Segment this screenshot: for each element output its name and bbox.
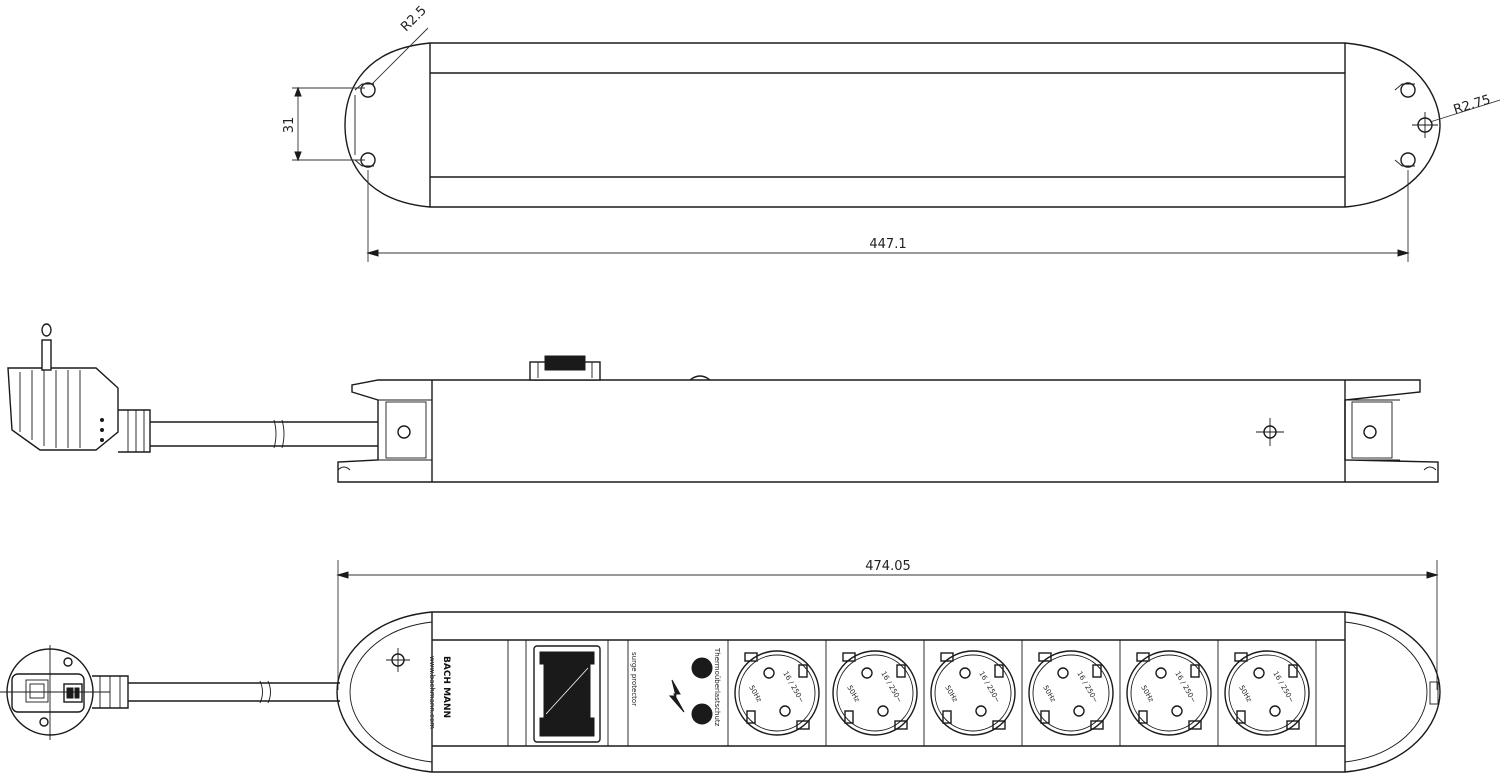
front-cable [128, 680, 340, 704]
brand-label: BACH MANN [441, 656, 451, 718]
socket-rating: 16 / 250~ [781, 670, 805, 704]
socket-frequency: 50Hz [1041, 684, 1057, 704]
socket-rating: 16 / 250~ [1271, 670, 1295, 704]
top-right-slots [1394, 82, 1438, 168]
top-view: 31 R2.5 R2.75 447.1 [282, 3, 1500, 262]
side-center-mark [1256, 418, 1284, 446]
side-plug [7, 323, 151, 453]
front-surge-module: surge protector Thermoüberlastschutz [627, 640, 721, 746]
dim-radius-left-text: R2.5 [398, 3, 430, 35]
front-switch-module [525, 640, 609, 746]
dim-radius-right: R2.75 [1429, 92, 1500, 123]
surge-label: surge protector [630, 652, 638, 706]
side-view [7, 323, 1439, 483]
dim-length-bottom-text: 474.05 [865, 559, 911, 574]
side-left-bracket [385, 401, 427, 459]
socket-frequency: 50Hz [845, 684, 861, 704]
side-right-hole [1363, 425, 1377, 439]
socket: 16 / 250~ 50Hz [930, 640, 1023, 746]
socket-frequency: 50Hz [1237, 684, 1253, 704]
socket-frequency: 50Hz [1139, 684, 1155, 704]
front-left-fix [386, 648, 410, 672]
socket: 16 / 250~ 50Hz [1028, 640, 1121, 746]
side-body-outline [337, 379, 1439, 483]
dim-length-474: 474.05 [336, 559, 1439, 690]
dim-length-top-text: 447.1 [869, 237, 906, 252]
dim-length-447: 447.1 [366, 170, 1410, 262]
front-view: 474.05 [0, 559, 1441, 773]
website-label: www.bachmann.com [428, 656, 436, 729]
socket: 16 / 250~ 50Hz [1224, 640, 1317, 746]
side-lamp [689, 375, 711, 381]
side-right-bracket [1351, 401, 1393, 459]
front-body-outline [336, 611, 1441, 773]
side-left-hole [397, 425, 411, 439]
socket-frequency: 50Hz [943, 684, 959, 704]
socket-frequency: 50Hz [747, 684, 763, 704]
side-cable [150, 419, 378, 449]
dim-height-text: 31 [282, 117, 297, 134]
front-plug [0, 645, 129, 740]
socket: 16 / 250~ 50Hz [1126, 640, 1219, 746]
top-left-slots [354, 82, 376, 168]
socket-rating: 16 / 250~ [977, 670, 1001, 704]
socket-rating: 16 / 250~ [879, 670, 903, 704]
dim-height-31: 31 [282, 86, 365, 162]
socket-rating: 16 / 250~ [1173, 670, 1197, 704]
front-brand-panel: BACH MANN www.bachmann.com [428, 640, 509, 746]
top-view-outline [344, 42, 1441, 208]
socket: 16 / 250~ 50Hz [832, 640, 925, 746]
side-switch [529, 355, 601, 381]
socket: 16 / 250~ 50Hz [734, 640, 827, 746]
thermal-label: Thermoüberlastschutz [713, 647, 721, 727]
dim-radius-right-text: R2.75 [1452, 92, 1493, 117]
socket-rating: 16 / 250~ [1075, 670, 1099, 704]
